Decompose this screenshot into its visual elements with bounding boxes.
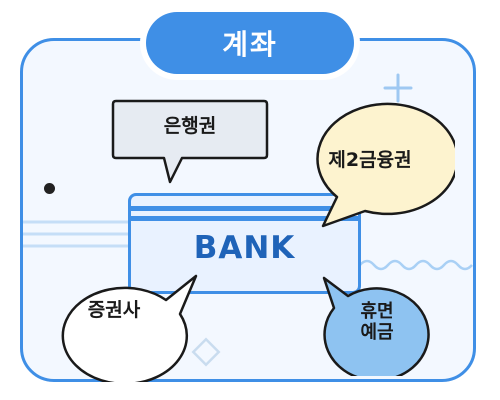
- dormant-deposit-line1: 휴면: [360, 301, 394, 322]
- card-stripe: [131, 216, 358, 221]
- diamond-decoration: [191, 337, 221, 367]
- second-tier-bubble-label: 제2금융권: [328, 149, 412, 171]
- card-label: BANK: [193, 230, 296, 266]
- page-title: 계좌: [222, 28, 278, 61]
- dormant-deposit-line2: 예금: [360, 321, 394, 343]
- dormant-deposit-bubble: [322, 276, 430, 376]
- title-pill: 계좌: [146, 12, 354, 74]
- bank-card: BANK: [128, 193, 361, 294]
- dormant-deposit-bubble-label: 휴면 예금: [332, 301, 422, 343]
- second-tier-bubble: [316, 102, 455, 228]
- stripe-lines-decoration: [23, 220, 133, 248]
- bank-bubble: [111, 99, 269, 184]
- wave-decoration: [360, 259, 473, 271]
- securities-bubble: [61, 274, 198, 382]
- bank-bubble-label: 은행권: [163, 115, 217, 137]
- plus-decoration-icon: [383, 73, 413, 103]
- securities-bubble-label: 증권사: [87, 299, 141, 321]
- dot-decoration: [44, 183, 55, 194]
- card-stripe: [131, 206, 358, 211]
